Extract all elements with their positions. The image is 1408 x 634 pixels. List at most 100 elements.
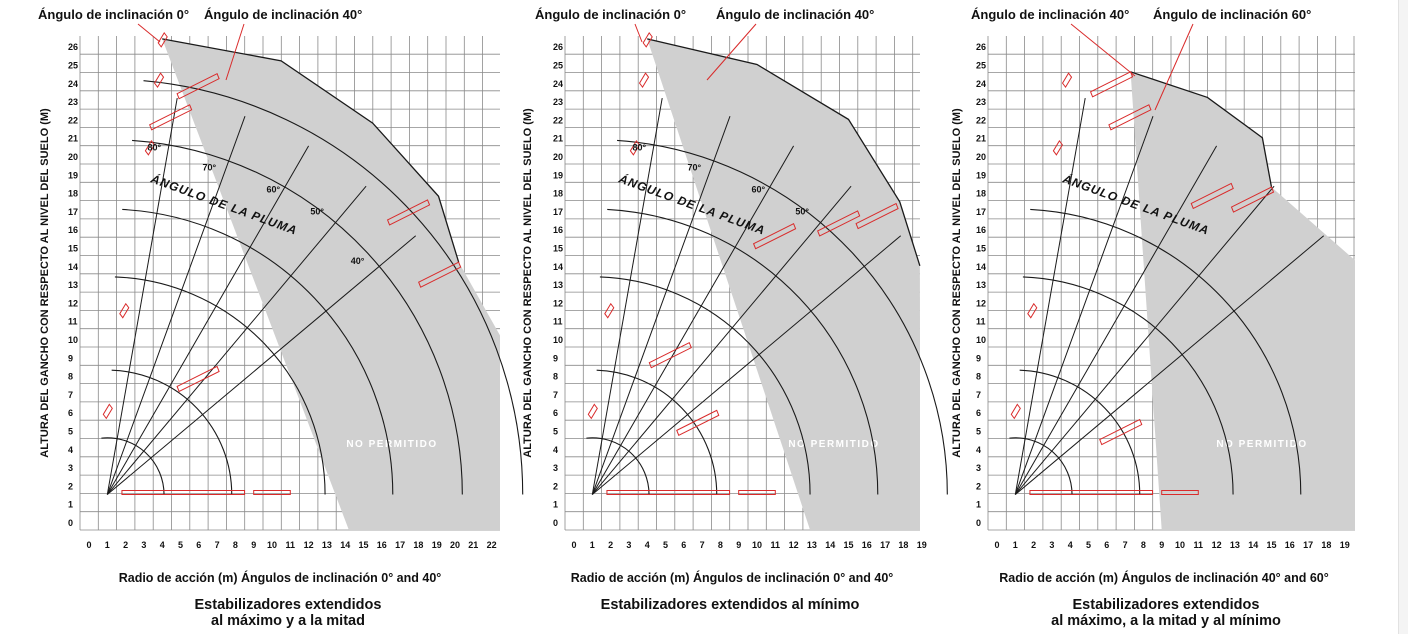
tilt-label: Ángulo de inclinación 40° [716,7,874,22]
y-tick-label: 10 [976,335,986,345]
y-tick-label: 16 [68,225,78,235]
reach-arc-5 [132,139,463,495]
x-tick-label: 13 [1230,540,1240,550]
x-tick-label: 5 [1086,540,1091,550]
reach-arc-4 [122,208,394,495]
angle-label: 60° [752,185,766,195]
boom-angle-ray [1014,235,1325,495]
boom-tip-tilt40 [149,104,193,131]
reach-arc-2 [111,369,233,495]
boom-tip-tilt40 [176,72,220,100]
reach-arc-4 [607,208,879,495]
reach-envelope [647,38,921,266]
y-tick-label: 12 [68,298,78,308]
y-tick-label: 11 [976,317,986,327]
y-tick-label: 2 [976,481,981,491]
boom-tip-tilt0 [1010,403,1021,420]
boom-tip-tilt40 [1190,182,1234,210]
boom-tip-tilt0 [1027,302,1038,319]
boom-angle-ray [591,97,663,495]
x-tick-label: 10 [1175,540,1185,550]
x-tick-label: 18 [413,540,423,550]
x-tick-label: 12 [1212,540,1222,550]
x-tick-label: 14 [825,540,835,550]
y-tick-label: 25 [553,61,563,71]
tilt-callout-line [706,23,757,81]
reach-arc-1 [1009,437,1073,495]
boom-tip-tilt0 [102,403,113,420]
y-tick-label: 4 [553,445,558,455]
panel-subtitle: Estabilizadores extendidos [195,597,382,613]
y-tick-label: 11 [553,317,563,327]
y-tick-label: 6 [976,408,981,418]
y-tick-label: 14 [976,262,986,272]
forbidden-zone [1130,71,1355,530]
x-tick-label: 18 [898,540,908,550]
y-tick-label: 23 [976,97,986,107]
y-tick-label: 15 [976,244,986,254]
x-tick-label: 12 [304,540,314,550]
tilt-callout-line [1154,23,1194,111]
y-tick-label: 3 [68,463,73,473]
y-tick-label: 25 [68,61,78,71]
x-tick-label: 6 [196,540,201,550]
y-tick-label: 20 [553,152,563,162]
y-tick-label: 8 [976,372,981,382]
y-tick-label: 16 [976,225,986,235]
y-tick-label: 0 [553,518,558,528]
reach-envelope [1130,71,1273,188]
x-tick-label: 19 [1340,540,1350,550]
boom-tip-tilt0 [604,302,615,319]
boom-tip-tilt0 [119,302,130,319]
x-tick-label: 16 [377,540,387,550]
tilt-label: Ángulo de inclinación 40° [204,7,362,22]
boom-base-section [606,490,731,496]
x-tick-label: 14 [1248,540,1258,550]
tilt-label: Ángulo de inclinación 60° [1153,7,1311,22]
y-tick-label: 18 [68,189,78,199]
boom-angle-ray [1014,97,1086,495]
boom-angle-ray [106,185,367,495]
x-tick-label: 10 [752,540,762,550]
boom-angle-ray [106,235,417,495]
panel-subtitle: Estabilizadores extendidos al mínimo [601,597,860,613]
boom-jib-section [1161,490,1199,496]
x-tick-label: 7 [700,540,705,550]
boom-tip-tilt0 [642,31,653,48]
x-tick-label: 0 [86,540,91,550]
boom-angle-ray [1014,145,1218,495]
x-axis-title: Radio de acción (m) Ángulos de inclinaci… [999,570,1329,585]
boom-angle-ray [106,145,310,495]
tilt-callout-line [225,23,245,81]
y-tick-label: 8 [553,372,558,382]
y-axis-title: ALTURA DEL GANCHO CON RESPECTO AL NIVEL … [39,108,51,458]
boom-angle-ray [591,235,902,495]
y-tick-label: 13 [976,280,986,290]
x-tick-label: 19 [917,540,927,550]
boom-tip-tilt40 [648,341,692,369]
x-tick-label: 8 [1141,540,1146,550]
y-tick-label: 11 [68,317,78,327]
y-tick-label: 23 [553,97,563,107]
x-tick-label: 11 [1194,540,1204,550]
x-tick-label: 2 [123,540,128,550]
y-tick-label: 15 [68,244,78,254]
x-tick-label: 17 [1303,540,1313,550]
boom-jib-section [253,490,291,496]
x-tick-label: 4 [160,540,165,550]
x-tick-label: 6 [681,540,686,550]
x-tick-label: 1 [1013,540,1018,550]
reach-arc-3 [1022,276,1234,495]
reach-arc-2 [1019,369,1141,495]
boom-angle-ray [106,97,178,495]
y-tick-label: 19 [553,170,563,180]
x-tick-label: 17 [395,540,405,550]
x-tick-label: 3 [141,540,146,550]
boom-tip-tilt40 [855,202,899,230]
y-tick-label: 10 [68,335,78,345]
y-tick-label: 13 [68,280,78,290]
boom-tip-tilt40 [386,199,431,226]
reach-arc-2 [596,369,718,495]
